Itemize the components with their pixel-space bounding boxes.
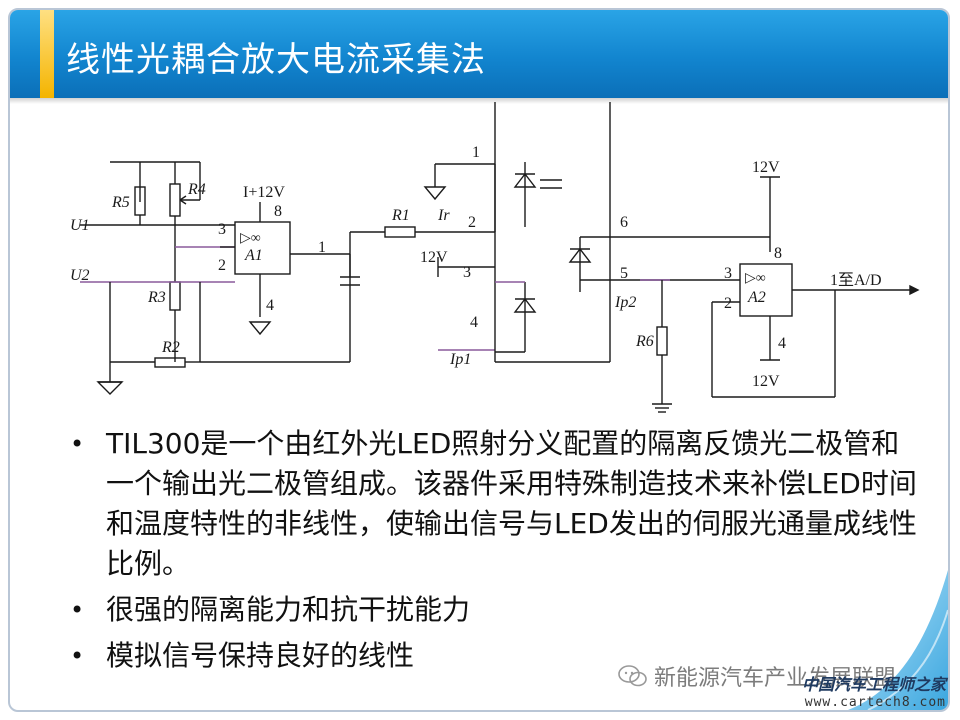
label-r4: R4 (187, 181, 206, 198)
label-ir: Ir (437, 207, 450, 224)
site-watermark-url: www.cartech8.com (804, 695, 946, 710)
label-a2: A2 (747, 289, 766, 306)
page-curl-decoration (848, 570, 948, 710)
wechat-icon (618, 665, 647, 687)
label-pin8-a1: 8 (274, 203, 282, 220)
circuit-schematic: U1 U2 R5 R4 R3 R2 R1 R6 A1 A2 ▷∞ ▷∞ I+12… (70, 102, 920, 413)
label-ic-pin6: 6 (620, 214, 628, 231)
label-ic-pin3: 3 (463, 264, 471, 281)
label-ic-pin4: 4 (470, 314, 478, 331)
site-watermark: 中国汽车工程师之家 www.cartech8.com (802, 671, 946, 710)
title-shadow (10, 98, 948, 104)
site-watermark-cn: 中国汽车工程师之家 (801, 675, 946, 694)
label-inf-b: ▷∞ (745, 271, 766, 286)
label-output: 1至A/D (830, 272, 882, 289)
label-inf-a: ▷∞ (240, 231, 261, 246)
label-a1: A1 (244, 247, 263, 264)
bullet-item: • TIL300是一个由红外光LED照射分义配置的隔离反馈光二极管和一个输出光二… (68, 424, 918, 584)
label-pin3-a2: 3 (724, 265, 732, 282)
title-bar: 线性光耦合放大电流采集法 (10, 10, 948, 98)
bullet-glyph: • (70, 642, 85, 670)
label-pin4-a1: 4 (266, 297, 274, 314)
label-pin8-a2: 8 (774, 245, 782, 262)
label-node1: 1 (318, 239, 326, 256)
bullet-glyph: • (70, 430, 85, 458)
bullet-text: 很强的隔离能力和抗干扰能力 (106, 593, 471, 626)
label-pin2-a1: 2 (218, 257, 226, 274)
label-ic-pin2: 2 (468, 214, 476, 231)
label-12v-right-bottom: 12V (752, 373, 780, 390)
label-plus12v-top: I+12V (243, 184, 285, 201)
bullet-item: • 模拟信号保持良好的线性 (68, 636, 918, 676)
title-accent-stripe (40, 10, 54, 98)
label-r2: R2 (161, 339, 180, 356)
label-12v-right-top: 12V (752, 159, 780, 176)
watermark: 新能源汽车产业发展联盟 (618, 660, 896, 692)
label-pin3-a1: 3 (218, 221, 226, 238)
bullet-glyph: • (70, 596, 85, 624)
label-pin2-a2: 2 (724, 295, 732, 312)
label-u2: U2 (70, 267, 90, 284)
label-12v-mid: 12V (420, 249, 448, 266)
bullet-item: • 很强的隔离能力和抗干扰能力 (68, 590, 918, 630)
watermark-text: 新能源汽车产业发展联盟 (654, 666, 897, 691)
label-r3: R3 (147, 289, 166, 306)
label-r5: R5 (111, 194, 130, 211)
label-ic-pin1: 1 (472, 144, 480, 161)
label-u1: U1 (70, 217, 90, 234)
label-ip1: Ip1 (449, 351, 471, 368)
bullet-list: • TIL300是一个由红外光LED照射分义配置的隔离反馈光二极管和一个输出光二… (68, 424, 918, 682)
label-r6: R6 (635, 333, 654, 350)
slide: 线性光耦合放大电流采集法 (8, 8, 950, 712)
slide-title: 线性光耦合放大电流采集法 (66, 40, 486, 80)
label-r1: R1 (391, 207, 410, 224)
label-ip2: Ip2 (614, 294, 636, 311)
label-pin4-a2: 4 (778, 335, 786, 352)
bullet-text: TIL300是一个由红外光LED照射分义配置的隔离反馈光二极管和一个输出光二极管… (106, 427, 917, 580)
bullet-text: 模拟信号保持良好的线性 (106, 639, 415, 672)
label-ic-pin5: 5 (620, 265, 628, 282)
